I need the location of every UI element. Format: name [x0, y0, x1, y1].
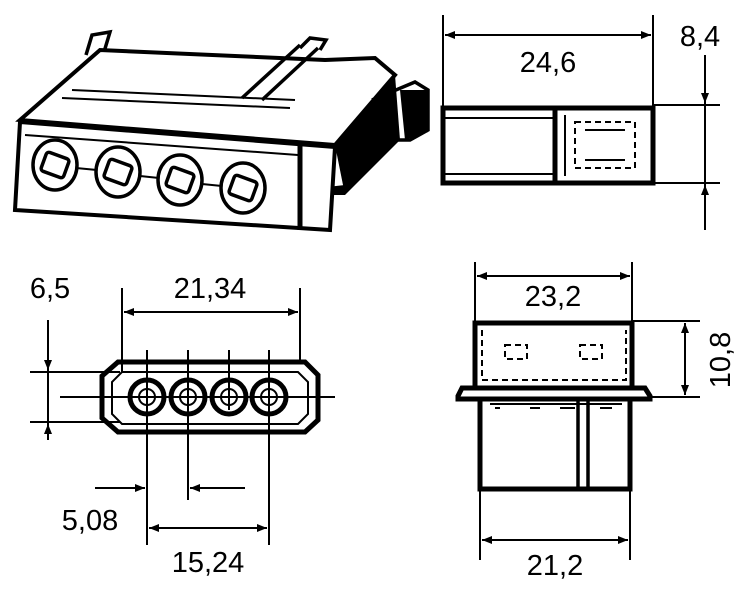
- dim-pin-pitch: 5,08: [62, 505, 118, 537]
- dim-side-height: 8,4: [680, 21, 720, 53]
- dim-bottom-height: 10,8: [705, 332, 737, 388]
- iso-pin-2: [94, 145, 142, 199]
- isometric-connector-view: [12, 29, 430, 233]
- dim-bottom-base-width: 21,2: [527, 550, 583, 582]
- dim-side-length: 24,6: [520, 47, 576, 79]
- dim-front-height: 6,5: [30, 273, 70, 305]
- side-view: 24,6 8,4: [440, 15, 720, 230]
- dim-front-width: 21,34: [174, 273, 247, 305]
- front-view: 21,34 6,5 5,08 15,24: [30, 273, 335, 579]
- iso-pin-4: [219, 161, 267, 215]
- iso-pin-3: [156, 153, 204, 207]
- dim-pin-span: 15,24: [172, 547, 245, 579]
- iso-pin-1: [31, 138, 79, 192]
- bottom-view: 23,2 10,8 21,2: [455, 262, 737, 582]
- dim-bottom-top-width: 23,2: [525, 281, 581, 313]
